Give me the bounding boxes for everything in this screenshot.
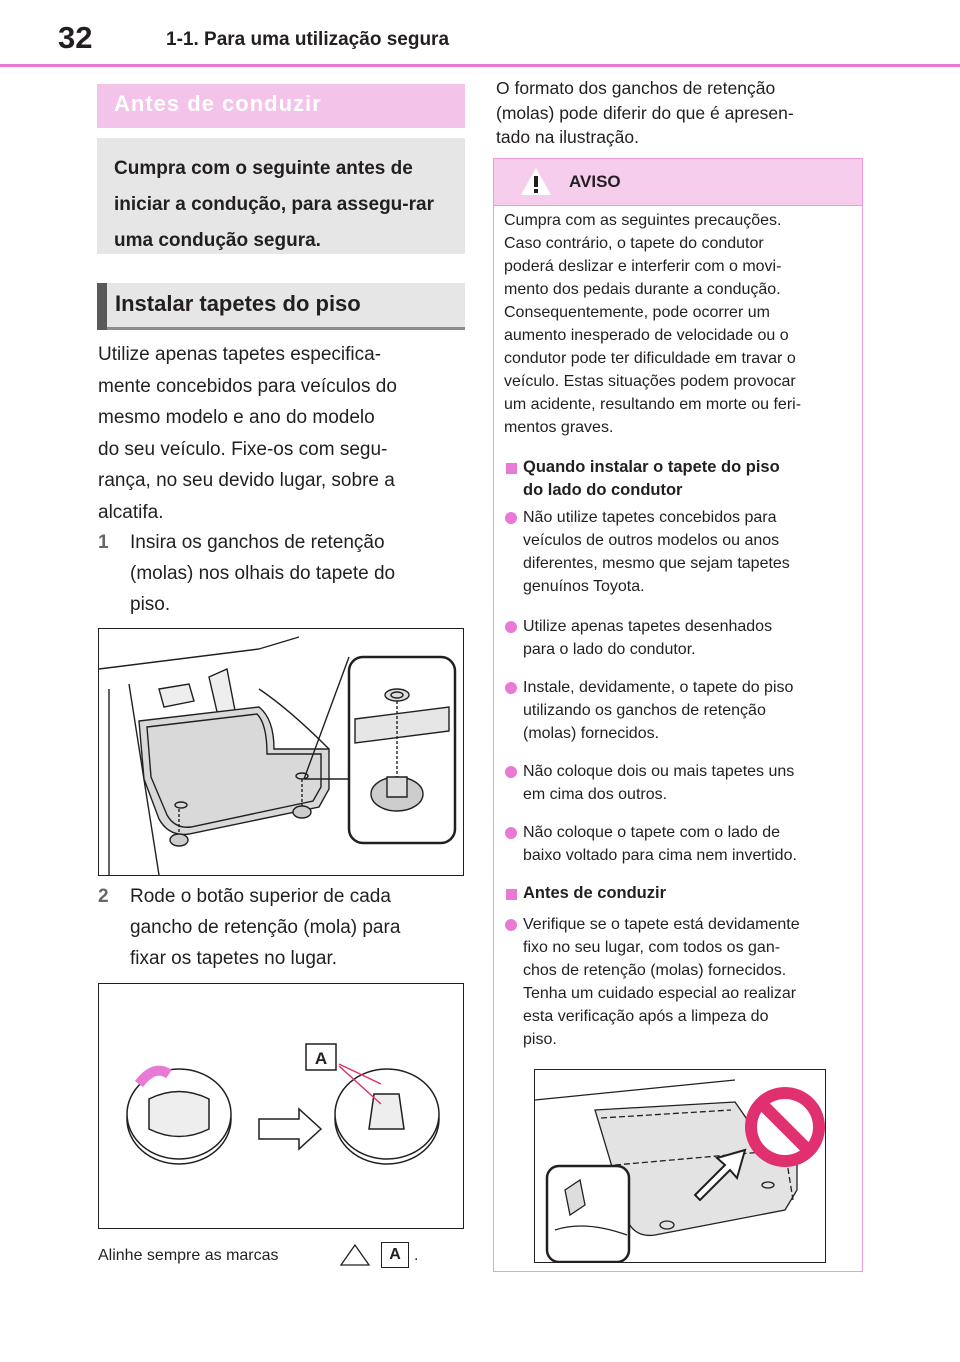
bullet-icon: [505, 682, 517, 694]
warning-title: AVISO: [569, 172, 621, 191]
mat-check-drawing: [534, 1079, 825, 1264]
triangle-mark-icon: [339, 1243, 371, 1266]
section-heading: Antes de conduzir: [97, 84, 465, 128]
body-line: Utilize apenas tapetes especifica-: [98, 344, 382, 365]
alignment-caption: Alinhe sempre as marcas: [98, 1247, 279, 1265]
warning-icon: [521, 168, 551, 195]
warning-box: AVISO Cumpra com as seguintes precauções…: [493, 158, 863, 1272]
note-line: O formato dos ganchos de retenção: [496, 78, 776, 98]
bullet-icon: [505, 919, 517, 931]
bullet-line: para o lado do condutor.: [523, 641, 696, 658]
floor-mat-hook-illustration: [98, 628, 464, 876]
bullet-item: Não utilize tapetes concebidos para veíc…: [523, 506, 790, 598]
label-a-badge: A: [381, 1242, 409, 1268]
heading-bar: [97, 283, 107, 330]
step-line: (molas) nos olhais do tapete do: [130, 563, 396, 584]
step-line: Insira os ganchos de retenção: [130, 532, 385, 553]
floor-mat-drawing: [98, 636, 457, 876]
subsection-heading-text: Instalar tapetes do piso: [115, 291, 361, 316]
bullet-icon: [505, 621, 517, 633]
bullet-item: Utilize apenas tapetes desenhados para o…: [523, 615, 772, 661]
bullet-line: piso.: [523, 1031, 557, 1048]
warning-line: um acidente, resultando em morte ou feri…: [504, 396, 802, 413]
heading-line: do lado do condutor: [523, 481, 683, 499]
bullet-line: esta verificação após a limpeza do: [523, 1008, 769, 1025]
bullet-line: Instale, devidamente, o tapete do piso: [523, 679, 794, 696]
bullet-line: diferentes, mesmo que sejam tapetes: [523, 555, 790, 572]
warning-line: condutor pode ter dificuldade em travar …: [504, 350, 796, 367]
bullet-line: Não coloque o tapete com o lado de: [523, 824, 781, 841]
bullet-line: fixo no seu lugar, com todos os gan-: [523, 939, 781, 956]
note-line: (molas) pode diferir do que é apresen-: [496, 102, 794, 123]
driver-mat-heading: Quando instalar o tapete do piso do lado…: [523, 456, 780, 502]
warning-text: Cumpra com as seguintes precauções. Caso…: [504, 209, 856, 439]
bullet-icon: [505, 827, 517, 839]
section-heading-text: Antes de conduzir: [114, 91, 322, 116]
bullet-line: Não utilize tapetes concebidos para: [523, 509, 777, 526]
warning-line: Consequentemente, pode ocorrer um: [504, 304, 770, 321]
bullet-icon: [505, 512, 517, 524]
label-a: A: [315, 1049, 327, 1068]
step-line: gancho de retenção (mola) para: [130, 917, 401, 938]
caption-period: .: [414, 1247, 419, 1264]
step-1: 1 Insira os ganchos de retenção (molas) …: [98, 527, 468, 622]
heading-square-icon: [506, 889, 517, 900]
warning-line: veículo. Estas situações podem provocar: [504, 373, 796, 390]
body-line: mente concebidos para veículos do: [98, 375, 397, 397]
bullet-line: Tenha um cuidado especial ao realizar: [523, 985, 797, 1002]
step-2: 2 Rode o botão superior de cada gancho d…: [98, 881, 468, 976]
bullet-line: Utilize apenas tapetes desenhados: [523, 618, 773, 635]
bullet-line: em cima dos outros.: [523, 786, 668, 803]
subsection-heading: Instalar tapetes do piso: [97, 283, 465, 330]
bullet-line: veículos de outros modelos ou anos: [523, 532, 780, 549]
warning-line: Cumpra com as seguintes precauções.: [504, 212, 782, 229]
step-line: Rode o botão superior de cada: [130, 886, 391, 907]
bullet-item: Não coloque o tapete com o lado de baixo…: [523, 821, 797, 867]
warning-line: mentos graves.: [504, 419, 614, 436]
caption-text: Alinhe sempre as marcas: [98, 1247, 279, 1264]
bullet-line: Verifique se o tapete está devidamente: [523, 916, 800, 933]
heading-square-icon: [506, 463, 517, 474]
intro-text: Cumpra com o seguinte antes de iniciar a…: [114, 158, 434, 251]
hook-rotation-illustration: A: [98, 983, 464, 1229]
step-line: fixar os tapetes no lugar.: [130, 948, 338, 969]
mat-check-illustration: [534, 1069, 826, 1264]
bullet-item: Verifique se o tapete está devidamente f…: [523, 913, 800, 1051]
header-rule: [0, 64, 960, 67]
body-line: do seu veículo. Fixe-os com segu-: [98, 438, 388, 460]
hook-rotation-drawing: A: [126, 1043, 440, 1165]
heading-line: Quando instalar o tapete do piso: [523, 458, 780, 476]
section-title: 1-1. Para uma utilização segura: [166, 29, 450, 50]
step-number: 2: [98, 886, 109, 907]
warning-line: Caso contrário, o tapete do condutor: [504, 235, 764, 252]
bullet-line: utilizando os ganchos de retenção: [523, 702, 766, 719]
bullet-icon: [505, 766, 517, 778]
bullet-item: Instale, devidamente, o tapete do piso u…: [523, 676, 793, 745]
bullet-line: genuínos Toyota.: [523, 578, 645, 595]
before-driving-heading: Antes de conduzir: [523, 884, 667, 902]
body-line: alcatifa.: [98, 501, 164, 523]
bullet-item: Não coloque dois ou mais tapetes uns em …: [523, 760, 794, 806]
step-line: piso.: [130, 594, 171, 615]
warning-line: mento dos pedais durante a condução.: [504, 281, 781, 298]
page-number: 32: [58, 20, 93, 55]
bullet-line: (molas) fornecidos.: [523, 725, 660, 742]
step-number: 1: [98, 532, 109, 553]
intro-box: Cumpra com o seguinte antes de iniciar a…: [97, 138, 465, 254]
body-paragraph: Utilize apenas tapetes especifica- mente…: [98, 339, 468, 528]
warning-line: poderá deslizar e interferir com o movi-: [504, 258, 782, 275]
hook-note: O formato dos ganchos de retenção (molas…: [496, 76, 866, 150]
warning-line: aumento inesperado de velocidade ou o: [504, 327, 789, 344]
body-line: mesmo modelo e ano do modelo: [98, 407, 375, 428]
bullet-line: baixo voltado para cima nem invertido.: [523, 847, 797, 864]
note-line: tado na ilustração.: [496, 127, 640, 147]
body-line: rança, no seu devido lugar, sobre a: [98, 470, 395, 491]
warning-header: AVISO: [494, 159, 862, 206]
bullet-line: Não coloque dois ou mais tapetes uns: [523, 763, 795, 780]
bullet-line: chos de retenção (molas) fornecidos.: [523, 962, 787, 979]
